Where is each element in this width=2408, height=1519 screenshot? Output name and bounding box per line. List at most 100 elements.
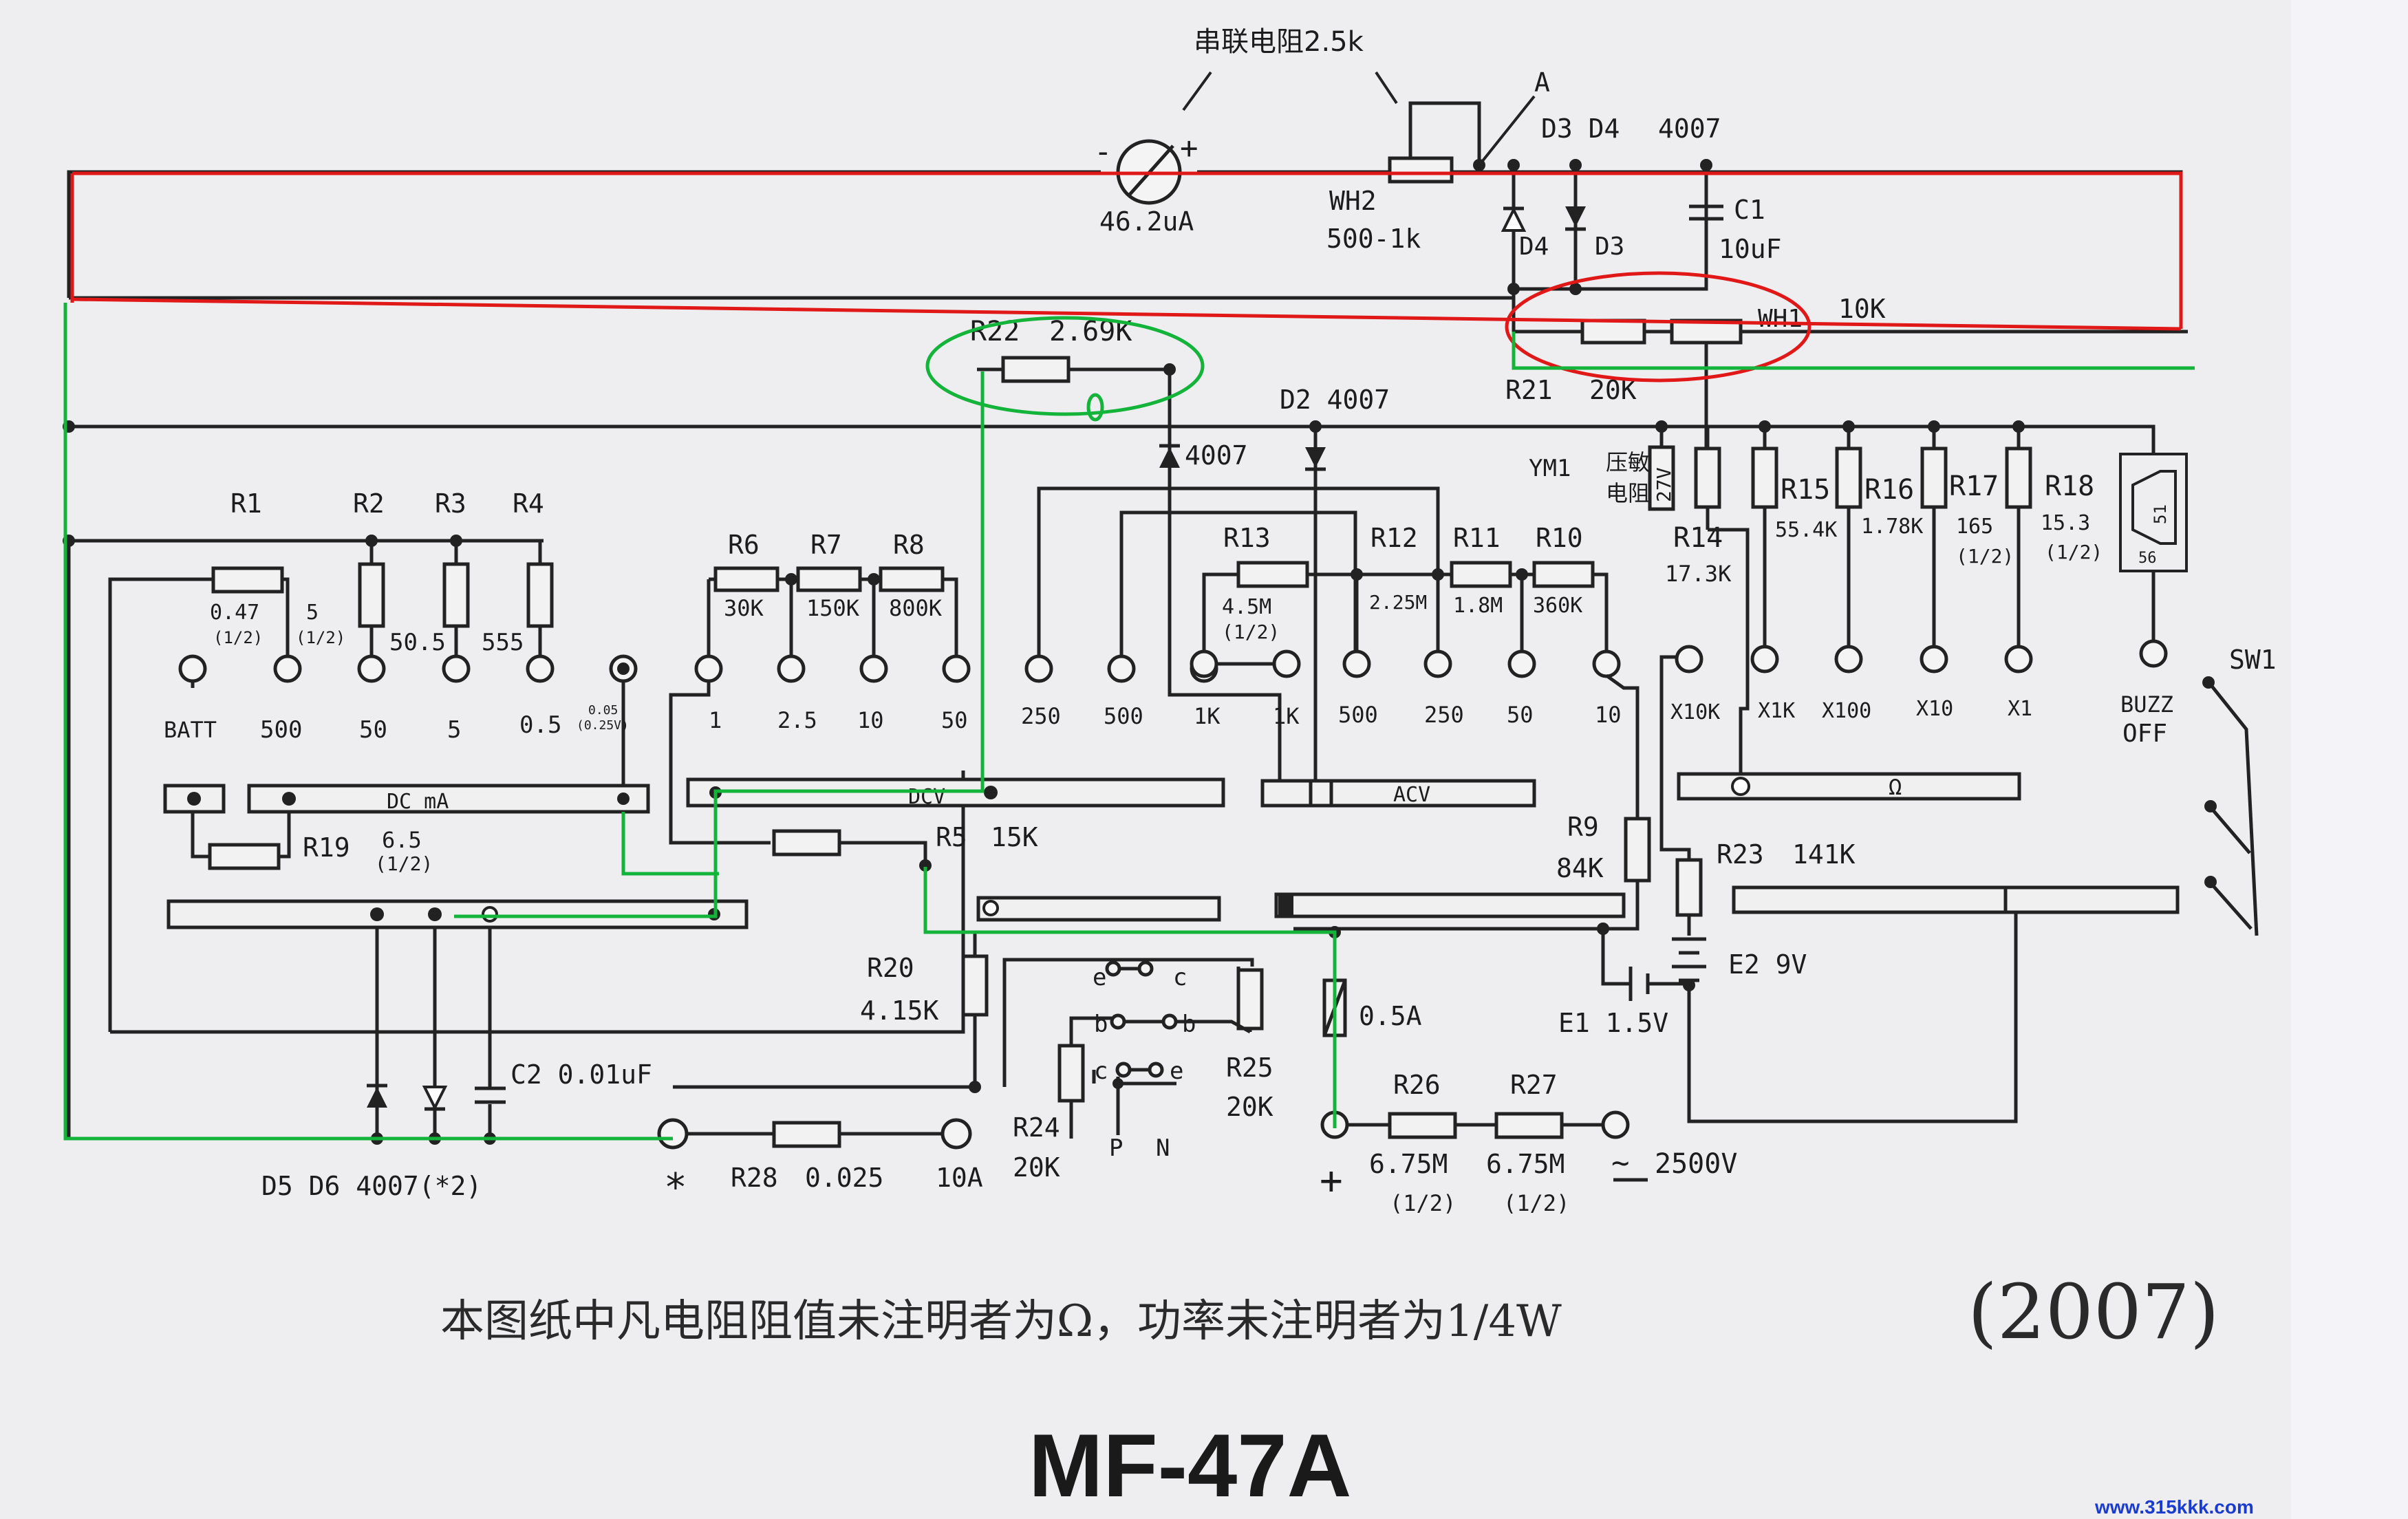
dcv-50-label: 50 bbox=[941, 707, 968, 733]
ym1-varistor bbox=[1648, 445, 1675, 511]
dcma-0.25v-label: (0.25V) bbox=[577, 718, 629, 733]
node-dot bbox=[1507, 159, 1520, 171]
r27-value: 6.75M bbox=[1486, 1149, 1565, 1179]
buzz-terminal[interactable] bbox=[2139, 639, 2168, 668]
node-dot bbox=[370, 907, 384, 921]
r25-resistor bbox=[1236, 968, 1264, 1031]
dcv-500-terminal[interactable] bbox=[1107, 654, 1136, 683]
r1-resistor bbox=[211, 566, 284, 594]
ohm-x1k-terminal[interactable] bbox=[1750, 645, 1779, 674]
hfe-e2-pin[interactable] bbox=[1148, 1062, 1164, 1078]
red-annotation-circle bbox=[1505, 271, 1812, 383]
ohm-switch-bar bbox=[1677, 772, 2021, 801]
ohm-x100-terminal[interactable] bbox=[1834, 645, 1863, 674]
r28-value: 0.025 bbox=[805, 1163, 883, 1193]
hv-2500v-terminal[interactable] bbox=[1601, 1110, 1630, 1139]
node-open bbox=[982, 900, 999, 916]
green-middle-path bbox=[454, 371, 985, 918]
ohm-x10-terminal[interactable] bbox=[1920, 645, 1948, 674]
n-label: N bbox=[1156, 1134, 1170, 1162]
node-dot bbox=[2012, 420, 2025, 433]
ten-a-terminal[interactable] bbox=[940, 1118, 972, 1150]
r28-name: R28 bbox=[731, 1163, 778, 1193]
star-label: * bbox=[664, 1165, 687, 1210]
dcv-tap-wires bbox=[789, 579, 876, 657]
dcma-5-label: 5 bbox=[447, 716, 461, 744]
acv-switch-bar bbox=[1260, 779, 1536, 808]
dcv-ladder-wires bbox=[707, 577, 958, 657]
acv-250-label: 250 bbox=[1424, 702, 1464, 728]
c1-name: C1 bbox=[1734, 195, 1765, 225]
r20-name: R20 bbox=[867, 953, 914, 983]
dcv-1-terminal[interactable] bbox=[694, 654, 723, 683]
dcma-0.5-terminal[interactable] bbox=[526, 654, 555, 683]
node-dot bbox=[1597, 923, 1609, 935]
node-dot bbox=[1569, 159, 1582, 171]
hfe-e1-pin[interactable] bbox=[1105, 960, 1121, 977]
r11-name: R11 bbox=[1453, 523, 1501, 553]
r3-resistor bbox=[442, 562, 470, 628]
c1-capacitor-icon bbox=[1689, 204, 1723, 221]
buzz-label: BUZZ bbox=[2120, 691, 2173, 718]
d1-type: 4007 bbox=[1185, 440, 1248, 471]
hfe-b1-pin[interactable] bbox=[1110, 1013, 1126, 1030]
dcv-250-terminal[interactable] bbox=[1024, 654, 1053, 683]
ohm-bar-label: Ω bbox=[1889, 774, 1902, 800]
acv-1k-terminal-a[interactable] bbox=[1190, 649, 1218, 678]
r8-resistor bbox=[879, 566, 945, 592]
footnote-text: 本图纸中凡电阻阻值未注明者为Ω，功率未注明者为1/4W bbox=[440, 1296, 1562, 1347]
dcma-terminal-wires bbox=[191, 681, 625, 798]
r8-value: 800K bbox=[889, 595, 943, 621]
dcv-10-terminal[interactable] bbox=[859, 654, 888, 683]
x10-label: X10 bbox=[1916, 697, 1953, 721]
r2-name: R2 bbox=[353, 488, 385, 519]
ohm-x10k-terminal[interactable] bbox=[1675, 645, 1703, 674]
series-bracket bbox=[1182, 71, 1398, 111]
node-dot bbox=[919, 859, 932, 872]
r14-to-ohm-bar-wire bbox=[1708, 528, 1750, 788]
dcv-500-label: 500 bbox=[1104, 703, 1143, 729]
hv-2500v-label: 2500V bbox=[1655, 1148, 1737, 1180]
meter-minus: - bbox=[1094, 134, 1112, 169]
wh2-resistor bbox=[1388, 156, 1454, 184]
ohm-x1-terminal[interactable] bbox=[2004, 645, 2033, 674]
hfe-b2-pin[interactable] bbox=[1161, 1013, 1178, 1030]
acv-500-terminal[interactable] bbox=[1342, 649, 1371, 678]
batt-contact-dot bbox=[187, 792, 201, 806]
r18-name: R18 bbox=[2045, 471, 2094, 502]
dcv-2.5-terminal[interactable] bbox=[777, 654, 806, 683]
wh2-name: WH2 bbox=[1329, 186, 1377, 216]
batt-terminal[interactable] bbox=[178, 654, 207, 683]
center-switch-bar-2 bbox=[1274, 892, 1626, 918]
dcma-5-terminal[interactable] bbox=[442, 654, 471, 683]
x1-label: X1 bbox=[2008, 697, 2032, 721]
r15-resistor bbox=[1751, 446, 1778, 509]
star-terminal[interactable] bbox=[657, 1118, 689, 1150]
hfe-c1-pin[interactable] bbox=[1137, 960, 1154, 977]
bar-contact-block bbox=[1278, 896, 1293, 915]
acv-10-terminal[interactable] bbox=[1592, 649, 1621, 678]
common-switch-bar bbox=[166, 899, 749, 929]
r27-resistor bbox=[1494, 1112, 1564, 1139]
dcma-50-terminal[interactable] bbox=[357, 654, 386, 683]
acv-1k-terminal[interactable] bbox=[1272, 649, 1301, 678]
acv-50-terminal[interactable] bbox=[1507, 649, 1536, 678]
ym1-sensor-2: 电阻 bbox=[1606, 480, 1650, 506]
hfe-e1-label: e bbox=[1093, 964, 1106, 991]
acv-bar-contact bbox=[1309, 781, 1333, 806]
batt-label: BATT bbox=[164, 717, 217, 743]
r17-value: 165 bbox=[1956, 515, 1993, 539]
ac-tilde-icon: ∼ bbox=[1611, 1145, 1630, 1181]
node-dot bbox=[365, 535, 378, 547]
r26-note: (1/2) bbox=[1390, 1190, 1456, 1216]
acv-250-terminal[interactable] bbox=[1423, 649, 1452, 678]
dcma-500-terminal[interactable] bbox=[273, 654, 302, 683]
hfe-c2-label: c bbox=[1094, 1057, 1108, 1085]
hfe-c2-pin[interactable] bbox=[1115, 1062, 1132, 1078]
r19-note: (1/2) bbox=[375, 852, 433, 875]
dcv-1-label: 1 bbox=[709, 707, 722, 733]
node-a-leader bbox=[1478, 95, 1536, 166]
r25-name: R25 bbox=[1226, 1053, 1273, 1083]
dcv-50-terminal[interactable] bbox=[942, 654, 971, 683]
